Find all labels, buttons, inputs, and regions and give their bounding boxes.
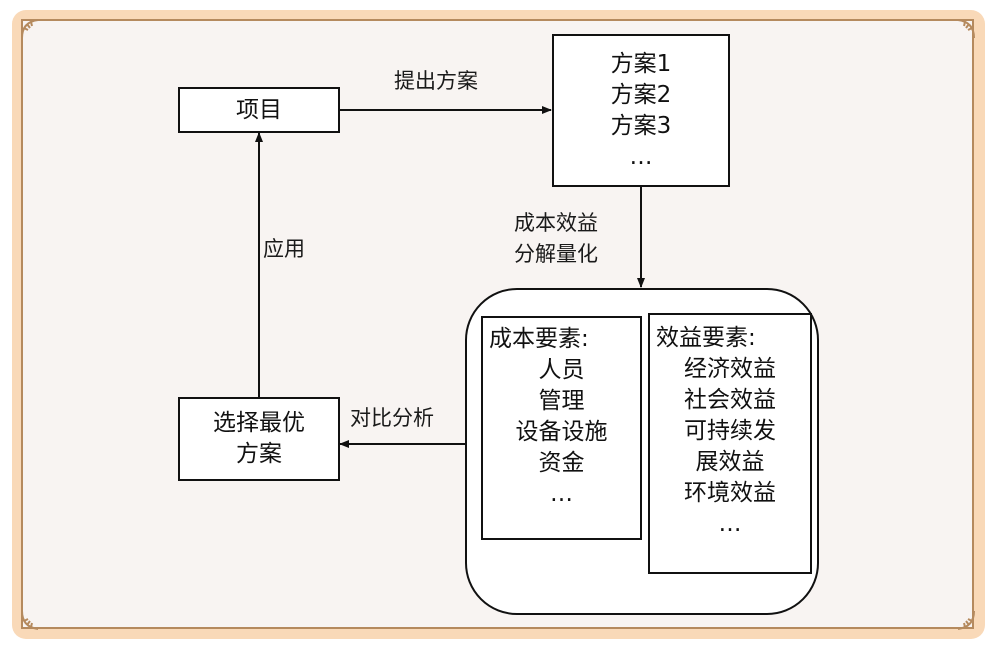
benefit-element-item: 展效益	[695, 449, 765, 475]
cost-elements-title: 成本要素:	[489, 326, 589, 352]
node-choose-best-line: 方案	[236, 441, 282, 467]
edge-label-decompose-2: 分解量化	[514, 242, 598, 266]
benefit-element-item: 可持续发	[684, 418, 776, 444]
benefit-element-item: 社会效益	[684, 387, 776, 413]
node-choose-best-line: 选择最优	[213, 410, 305, 436]
cost-element-item: 设备设施	[515, 419, 608, 445]
plan-item: 方案2	[610, 81, 672, 108]
benefit-element-item: 环境效益	[684, 480, 776, 506]
node-project: 项目	[178, 87, 340, 133]
cost-element-item: 管理	[538, 388, 585, 414]
plan-item: …	[629, 143, 653, 170]
corner-ornament-icon	[21, 19, 39, 39]
cost-element-item: …	[550, 481, 573, 507]
corner-ornament-icon	[957, 610, 975, 630]
node-plans: 方案1 方案2 方案3 …	[552, 34, 730, 187]
node-project-label: 项目	[236, 96, 282, 123]
edge-label-decompose-1: 成本效益	[514, 211, 598, 235]
plan-item: 方案1	[610, 50, 672, 77]
benefit-elements-box: 效益要素: 经济效益 社会效益 可持续发 展效益 环境效益 …	[648, 313, 812, 574]
plan-item: 方案3	[610, 112, 672, 139]
edge-label-compare: 对比分析	[350, 406, 434, 430]
benefit-element-item: …	[718, 511, 742, 537]
cost-element-item: 人员	[538, 357, 585, 383]
edge-label-apply: 应用	[263, 237, 305, 261]
cost-elements-box: 成本要素: 人员 管理 设备设施 资金 …	[481, 316, 642, 540]
benefit-element-item: 经济效益	[684, 356, 776, 382]
corner-ornament-icon	[957, 19, 975, 39]
node-choose-best: 选择最优 方案	[178, 397, 340, 481]
edge-label-propose: 提出方案	[394, 69, 478, 93]
cost-element-item: 资金	[538, 450, 585, 476]
corner-ornament-icon	[21, 610, 39, 630]
benefit-elements-title: 效益要素:	[656, 325, 756, 351]
